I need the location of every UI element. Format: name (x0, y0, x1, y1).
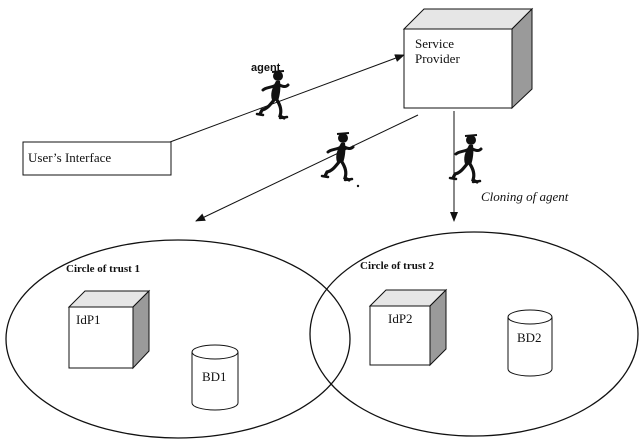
idp1-label: IdP1 (76, 312, 101, 327)
cloning-of-agent-label: Cloning of agent (481, 189, 569, 204)
running-agent-icon (320, 131, 355, 182)
service-provider-label-line2: Provider (415, 51, 460, 66)
running-agent-icon (255, 69, 290, 120)
bd1-label: BD1 (202, 369, 227, 384)
arrow-provider-to-circle1 (195, 114, 419, 222)
users-interface-label: User’s Interface (28, 150, 111, 165)
agent-label: agent (251, 62, 281, 74)
circle-of-trust-2 (309, 231, 639, 437)
running-agent-icon (448, 133, 483, 184)
bd2-label: BD2 (517, 330, 542, 345)
dot-mark (356, 184, 360, 188)
idp2-cube: IdP2 (368, 288, 448, 367)
users-interface-box: User’s Interface (22, 141, 172, 176)
idp1-cube: IdP1 (67, 289, 151, 370)
service-provider-label-line1: Service (415, 36, 454, 51)
arrow-ui-to-provider (169, 54, 405, 143)
bd2-database: BD2 (507, 309, 553, 377)
bd1-database: BD1 (191, 344, 239, 411)
circle-of-trust-1-label: Circle of trust 1 (66, 263, 140, 275)
circle-of-trust-2-label: Circle of trust 2 (360, 260, 435, 272)
idp2-label: IdP2 (388, 311, 413, 326)
service-provider-cube: Service Provider (402, 7, 534, 110)
circle-of-trust-1 (5, 239, 351, 439)
